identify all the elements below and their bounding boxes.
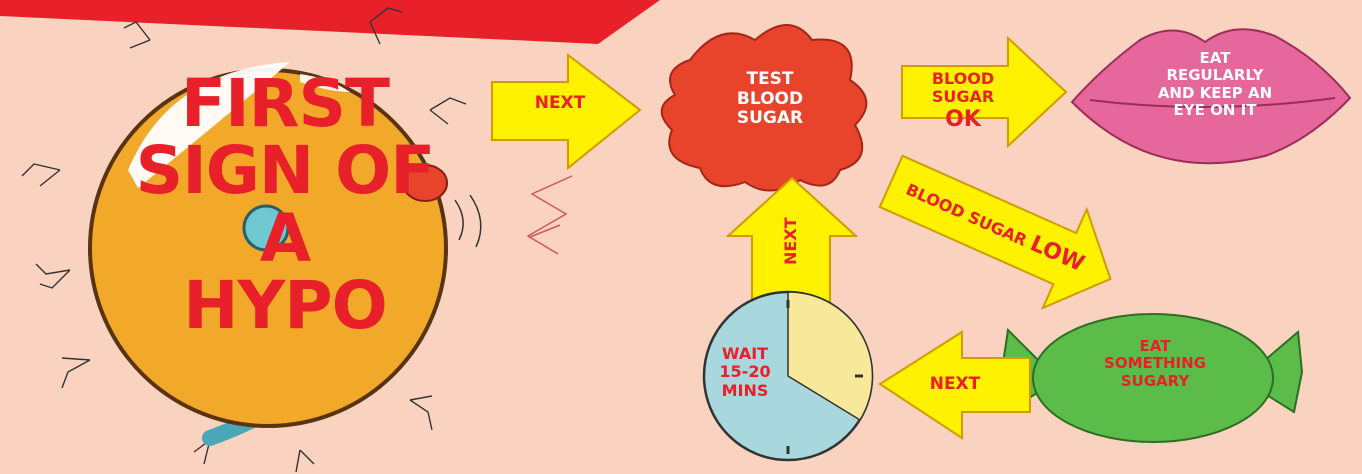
title-line: SIGN OF (120, 137, 450, 204)
ok-arrow-line2: OK (898, 107, 1028, 132)
next-up-arrow-label: NEXT (782, 186, 800, 296)
next-arrow-1-label: NEXT (505, 94, 615, 114)
node-line: REGULARLY (1140, 67, 1290, 84)
node-line: EAT (1090, 338, 1220, 355)
node-line: SUGARY (1090, 373, 1220, 390)
eat-something-sugary-label: EAT SOMETHING SUGARY (1090, 338, 1220, 390)
next-left-arrow-label: NEXT (900, 375, 1010, 395)
ok-arrow-line1: BLOOD SUGAR (898, 70, 1028, 107)
top-banner (0, 0, 660, 44)
node-line: EYE ON IT (1140, 102, 1290, 119)
diagram-title: FIRST SIGN OF A HYPO (120, 70, 450, 339)
eat-regularly-label: EAT REGULARLY AND KEEP AN EYE ON IT (1140, 50, 1290, 119)
title-line: HYPO (120, 272, 450, 339)
node-line: AND KEEP AN (1140, 85, 1290, 102)
ok-arrow-label: BLOOD SUGAR OK (898, 70, 1028, 132)
node-line: MINS (705, 382, 785, 400)
node-line: EAT (1140, 50, 1290, 67)
node-line: BLOOD (705, 90, 835, 110)
node-line: WAIT (705, 345, 785, 363)
test-blood-sugar-label: TEST BLOOD SUGAR (705, 70, 835, 129)
node-line: 15-20 (705, 363, 785, 381)
wait-label: WAIT 15-20 MINS (705, 345, 785, 400)
title-line: A (120, 205, 450, 272)
node-line: TEST (705, 70, 835, 90)
node-line: SUGAR (705, 109, 835, 129)
node-line: SOMETHING (1090, 355, 1220, 372)
title-line: FIRST (120, 70, 450, 137)
